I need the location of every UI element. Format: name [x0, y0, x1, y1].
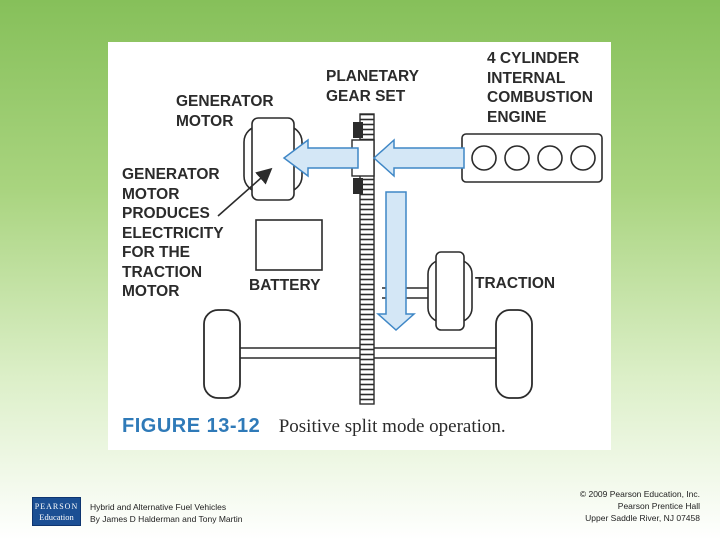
label-planetary-gear-set: PLANETARY GEAR SET: [326, 68, 419, 105]
figure-title: Positive split mode operation.: [278, 416, 506, 437]
pearson-logo: PEARSON Education: [32, 497, 81, 526]
figure-panel: GENERATOR MOTOR PLANETARY GEAR SET 4 CYL…: [108, 42, 611, 450]
right-wheel: [495, 309, 533, 399]
label-battery: BATTERY: [249, 277, 321, 294]
powertrain-diagram: [203, 113, 603, 405]
traction-power-arrow: [376, 191, 416, 332]
engine: [461, 133, 603, 183]
generator-power-arrow: [282, 138, 359, 178]
copyright-line3: Upper Saddle River, NJ 07458: [585, 513, 700, 523]
copyright-line2: Pearson Prentice Hall: [617, 501, 700, 511]
copyright-line1: © 2009 Pearson Education, Inc.: [579, 489, 700, 499]
book-authors: By James D Halderman and Tony Martin: [90, 514, 243, 524]
figure-caption: FIGURE 13-12 Positive split mode operati…: [122, 415, 506, 438]
label-engine: 4 CYLINDER INTERNAL COMBUSTION ENGINE: [487, 50, 593, 126]
leader-line: [217, 167, 273, 217]
logo-line2: Education: [39, 511, 74, 522]
figure-number: FIGURE 13-12: [122, 415, 261, 437]
traction-motor: [382, 251, 473, 331]
book-title: Hybrid and Alternative Fuel Vehicles: [90, 502, 227, 512]
left-wheel: [203, 309, 241, 399]
label-generator-note: GENERATOR MOTOR PRODUCES ELECTRICITY FOR…: [122, 166, 224, 300]
label-generator-motor: GENERATOR MOTOR: [176, 93, 274, 130]
logo-line1: PEARSON: [34, 501, 79, 511]
label-traction: TRACTION: [475, 275, 556, 292]
battery: [255, 219, 323, 271]
engine-power-arrow: [372, 138, 465, 178]
